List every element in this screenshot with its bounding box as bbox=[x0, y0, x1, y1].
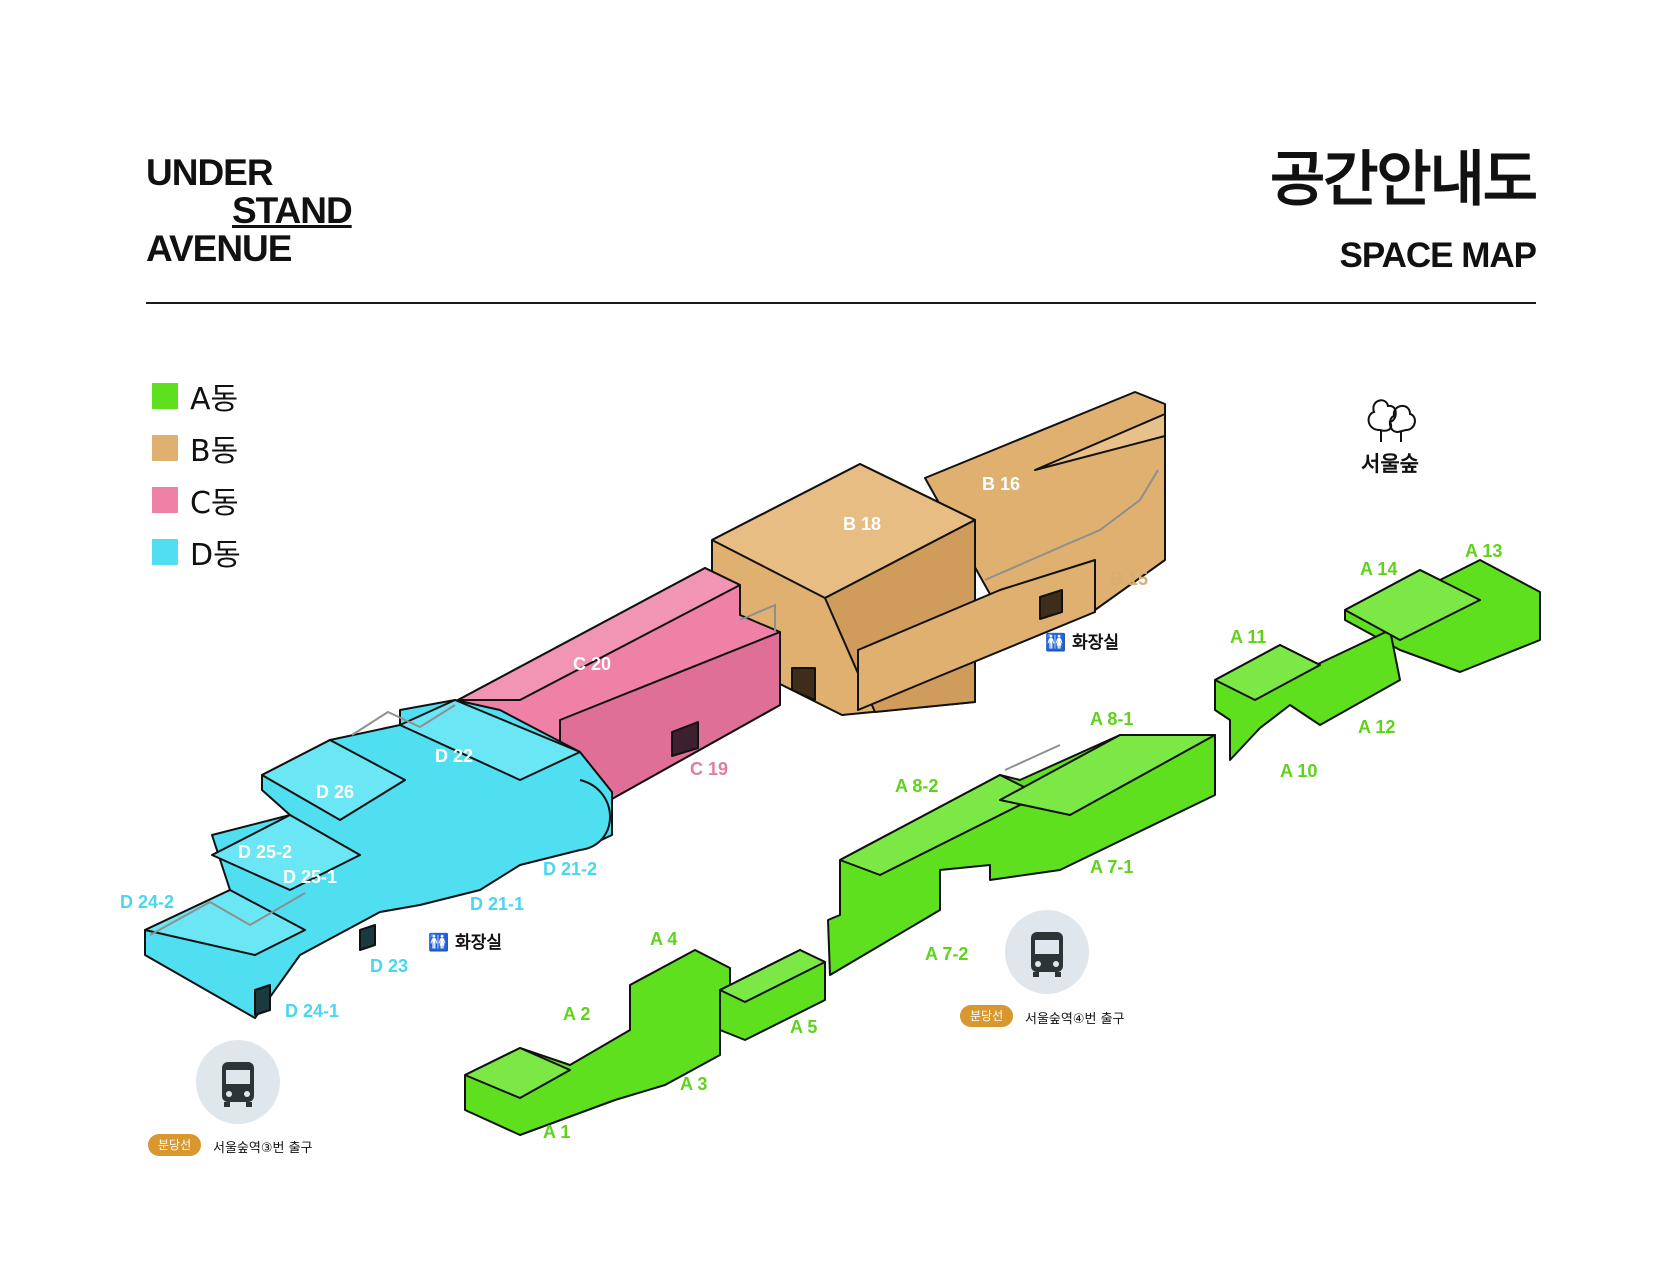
legend-swatch-c bbox=[152, 487, 178, 513]
line-badge-3: 분당선 bbox=[148, 1134, 202, 1156]
legend-item-b: B동 bbox=[152, 422, 241, 474]
legend-label-c: C동 bbox=[190, 486, 239, 521]
label-d-21-2: D 21-2 bbox=[543, 859, 597, 879]
label-c-20: C 20 bbox=[573, 654, 611, 674]
label-a-8-1: A 8-1 bbox=[1090, 709, 1133, 729]
page-title-english: SPACE MAP bbox=[1339, 236, 1537, 275]
forest-marker: 서울숲 bbox=[1350, 390, 1430, 478]
label-d-22: D 22 bbox=[435, 746, 473, 766]
label-d-23: D 23 bbox=[370, 956, 408, 976]
restroom-label-b: 화장실 bbox=[1072, 633, 1120, 653]
legend-item-a: A동 bbox=[152, 370, 241, 422]
label-d-25-1: D 25-1 bbox=[283, 867, 337, 887]
restroom-b: 🚻 화장실 bbox=[1045, 628, 1119, 653]
building-d[interactable] bbox=[144, 699, 613, 1019]
legend-item-d: D동 bbox=[152, 526, 241, 578]
tree-icon bbox=[1367, 399, 1416, 442]
label-a-12: A 12 bbox=[1358, 717, 1395, 737]
legend-label-b: B동 bbox=[190, 434, 239, 469]
label-d-26: D 26 bbox=[316, 782, 354, 802]
building-a-west[interactable] bbox=[464, 949, 826, 1136]
legend-item-c: C동 bbox=[152, 474, 241, 526]
label-d-24-1: D 24-1 bbox=[285, 1001, 339, 1021]
label-a-5: A 5 bbox=[790, 1017, 817, 1037]
page-title-korean: 공간안내도 bbox=[1270, 145, 1538, 215]
label-b-15: B 15 bbox=[1110, 569, 1148, 589]
logo: UNDER STAND AVENUE bbox=[146, 152, 353, 269]
line-badge-4: 분당선 bbox=[960, 1005, 1014, 1027]
building-a-east[interactable] bbox=[1214, 559, 1541, 761]
logo-line-1: UNDER bbox=[146, 152, 274, 193]
label-d-21-1: D 21-1 bbox=[470, 894, 524, 914]
legend-swatch-a bbox=[152, 383, 178, 409]
label-a-1: A 1 bbox=[543, 1122, 570, 1142]
label-b-16: B 16 bbox=[982, 474, 1020, 494]
restroom-d: 🚻 화장실 bbox=[428, 928, 502, 953]
legend: A동 B동 C동 D동 bbox=[152, 370, 241, 578]
exit-label-3: 서울숲역③번 출구 bbox=[213, 1141, 313, 1156]
restroom-icon: 🚻 bbox=[428, 933, 450, 953]
legend-label-a: A동 bbox=[190, 382, 239, 417]
exit-label-4: 서울숲역④번 출구 bbox=[1025, 1012, 1125, 1027]
forest-label: 서울숲 bbox=[1361, 452, 1419, 476]
railings bbox=[149, 469, 1159, 936]
label-d-25-2: D 25-2 bbox=[238, 842, 292, 862]
bus-stop-4[interactable] bbox=[1005, 910, 1089, 994]
header-divider bbox=[146, 302, 1536, 304]
label-a-10: A 10 bbox=[1280, 761, 1317, 781]
label-a-7-1: A 7-1 bbox=[1090, 857, 1133, 877]
label-c-19: C 19 bbox=[690, 759, 728, 779]
restroom-icon: 🚻 bbox=[1045, 633, 1067, 653]
legend-swatch-b bbox=[152, 435, 178, 461]
label-a-14: A 14 bbox=[1360, 559, 1397, 579]
label-a-3: A 3 bbox=[680, 1074, 707, 1094]
label-a-4: A 4 bbox=[650, 929, 677, 949]
legend-label-d: D동 bbox=[190, 538, 241, 573]
logo-line-3: AVENUE bbox=[146, 228, 292, 269]
label-b-18: B 18 bbox=[843, 514, 881, 534]
bus-icon bbox=[222, 1062, 254, 1107]
label-a-11: A 11 bbox=[1230, 627, 1266, 647]
legend-swatch-d bbox=[152, 539, 178, 565]
label-a-8-2: A 8-2 bbox=[895, 776, 938, 796]
restroom-label-d: 화장실 bbox=[455, 933, 503, 953]
bus-stop-3[interactable] bbox=[196, 1040, 280, 1124]
bus-icon bbox=[1031, 932, 1063, 977]
building-a-middle[interactable] bbox=[827, 734, 1216, 976]
label-a-7-2: A 7-2 bbox=[925, 944, 968, 964]
label-a-2: A 2 bbox=[563, 1004, 590, 1024]
logo-line-2: STAND bbox=[232, 190, 353, 231]
label-a-13: A 13 bbox=[1465, 541, 1502, 561]
label-d-24-2: D 24-2 bbox=[120, 892, 174, 912]
